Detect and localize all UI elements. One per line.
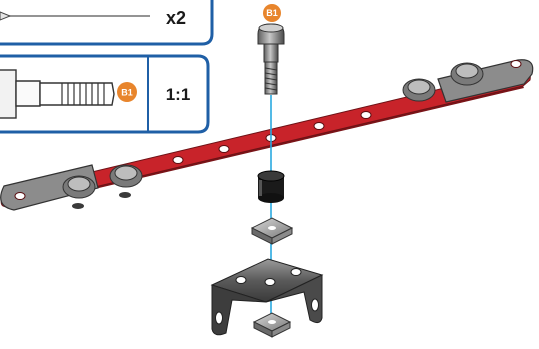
part-badge: B1 <box>117 82 137 102</box>
bottom-nut-icon <box>252 312 292 338</box>
screw-icon <box>257 23 285 95</box>
parts-box: x2 <box>0 0 214 46</box>
bracket-icon <box>210 258 324 336</box>
perforated-strip-icon <box>0 59 534 211</box>
svg-text:B1: B1 <box>266 8 278 18</box>
spacer-icon <box>257 170 285 203</box>
screw-actual-size-icon <box>0 69 115 119</box>
scale-box: B1 1:1 <box>0 54 210 134</box>
screw-badge: B1 <box>263 4 281 22</box>
quantity-label: x2 <box>166 8 186 28</box>
scale-label: 1:1 <box>166 85 191 104</box>
strip-bolt-icon <box>62 62 484 209</box>
nut-icon <box>250 217 294 245</box>
svg-text:B1: B1 <box>121 88 133 98</box>
